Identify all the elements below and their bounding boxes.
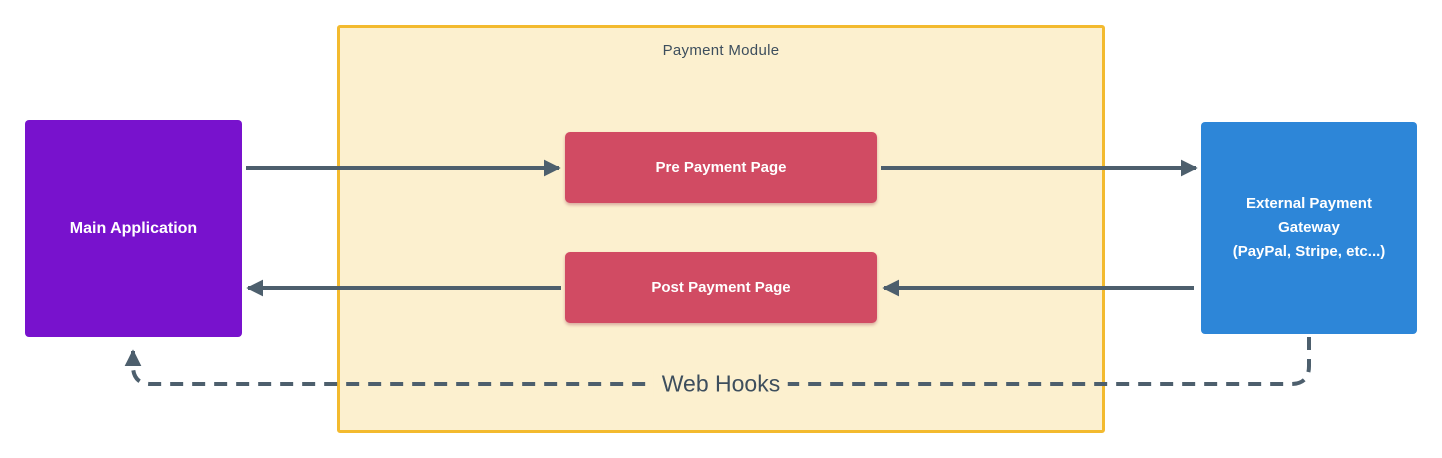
node-external-payment-gateway: External Payment Gateway (PayPal, Stripe…	[1201, 122, 1417, 334]
payment-module-title: Payment Module	[662, 42, 780, 59]
node-post-payment-page: Post Payment Page	[565, 252, 877, 323]
webhooks-edge-label: Web Hooks	[653, 370, 789, 398]
node-main-application: Main Application	[25, 120, 242, 337]
node-pre-payment-page: Pre Payment Page	[565, 132, 877, 203]
